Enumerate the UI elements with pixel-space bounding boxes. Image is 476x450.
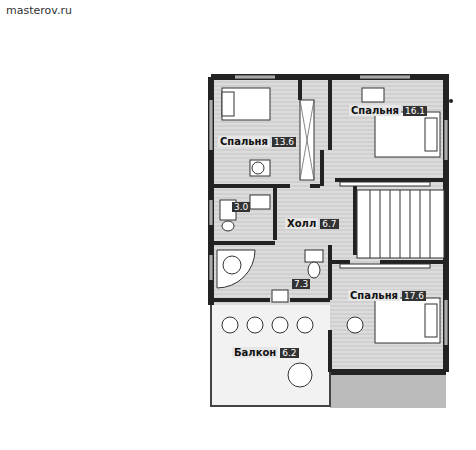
room-area: 6.7: [320, 219, 338, 229]
bedroom: Спальня17.6: [332, 264, 444, 370]
room-label: Холл6.7: [285, 218, 339, 229]
room-name: Спальня: [349, 105, 401, 116]
room-area: 17.6: [402, 291, 426, 301]
room-name: Спальня: [218, 136, 270, 147]
bedroom: Спальня16.1: [335, 80, 443, 178]
room-label: Балкон6.2: [232, 347, 299, 358]
bathroom: 7.3: [214, 245, 328, 299]
room-name: Спальня: [348, 290, 400, 301]
room-name: Холл: [285, 218, 318, 229]
room-area: 6.2: [280, 348, 298, 358]
room-label: Спальня13.6: [218, 136, 296, 147]
room-name: Балкон: [232, 347, 278, 358]
room-label: 3.0: [232, 202, 250, 212]
hall: Холл6.7: [277, 188, 353, 258]
balcony: Балкон6.2: [214, 307, 328, 403]
room-label: 7.3: [292, 279, 310, 289]
room-area: 16.1: [403, 106, 427, 116]
room-area: 3.0: [232, 202, 250, 212]
bathroom: 3.0: [214, 188, 274, 242]
room-label: Спальня16.1: [349, 105, 427, 116]
bedroom: Спальня13.6: [214, 120, 298, 184]
room-label: Спальня17.6: [348, 290, 426, 301]
room-area: 7.3: [292, 279, 310, 289]
site-watermark: masterov.ru: [6, 4, 72, 17]
room-area: 13.6: [272, 137, 296, 147]
